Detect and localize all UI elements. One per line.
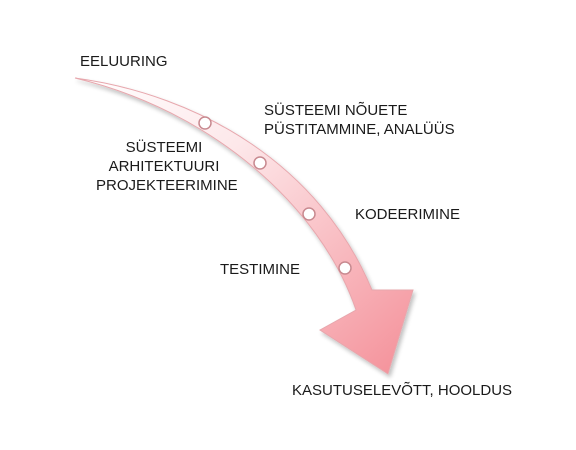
stage-text: KASUTUSELEVÕTT, HOOLDUS — [292, 382, 513, 399]
stage-text: TESTIMINE — [220, 261, 301, 278]
stage-text: SÜSTEEMI NÕUETE — [264, 102, 408, 119]
stage-label-architecture: SÜSTEEMI ARHITEKTUURI PROJEKTEERIMINE — [96, 138, 238, 195]
stage-text: PROJEKTEERIMINE — [96, 177, 238, 194]
stage-text: ARHITEKTUURI — [108, 158, 220, 175]
stage-text: EELUURING — [80, 53, 168, 70]
node-requirements — [253, 156, 267, 170]
curved-arrow — [74, 77, 414, 375]
stage-label-end: KASUTUSELEVÕTT, HOOLDUS — [292, 381, 512, 400]
stage-label-coding: KODEERIMINE — [355, 205, 460, 224]
stage-text: PÜSTITAMMINE, ANALÜÜS — [264, 121, 455, 138]
stage-text: SÜSTEEMI — [125, 139, 203, 156]
node-testing — [338, 261, 352, 275]
node-coding — [302, 207, 316, 221]
stage-label-start: EELUURING — [80, 52, 168, 71]
stage-label-requirements: SÜSTEEMI NÕUETE PÜSTITAMMINE, ANALÜÜS — [264, 101, 455, 139]
node-architecture — [198, 116, 212, 130]
stage-text: KODEERIMINE — [355, 206, 461, 223]
stage-nodes — [198, 116, 352, 275]
stage-label-testing: TESTIMINE — [220, 260, 300, 279]
